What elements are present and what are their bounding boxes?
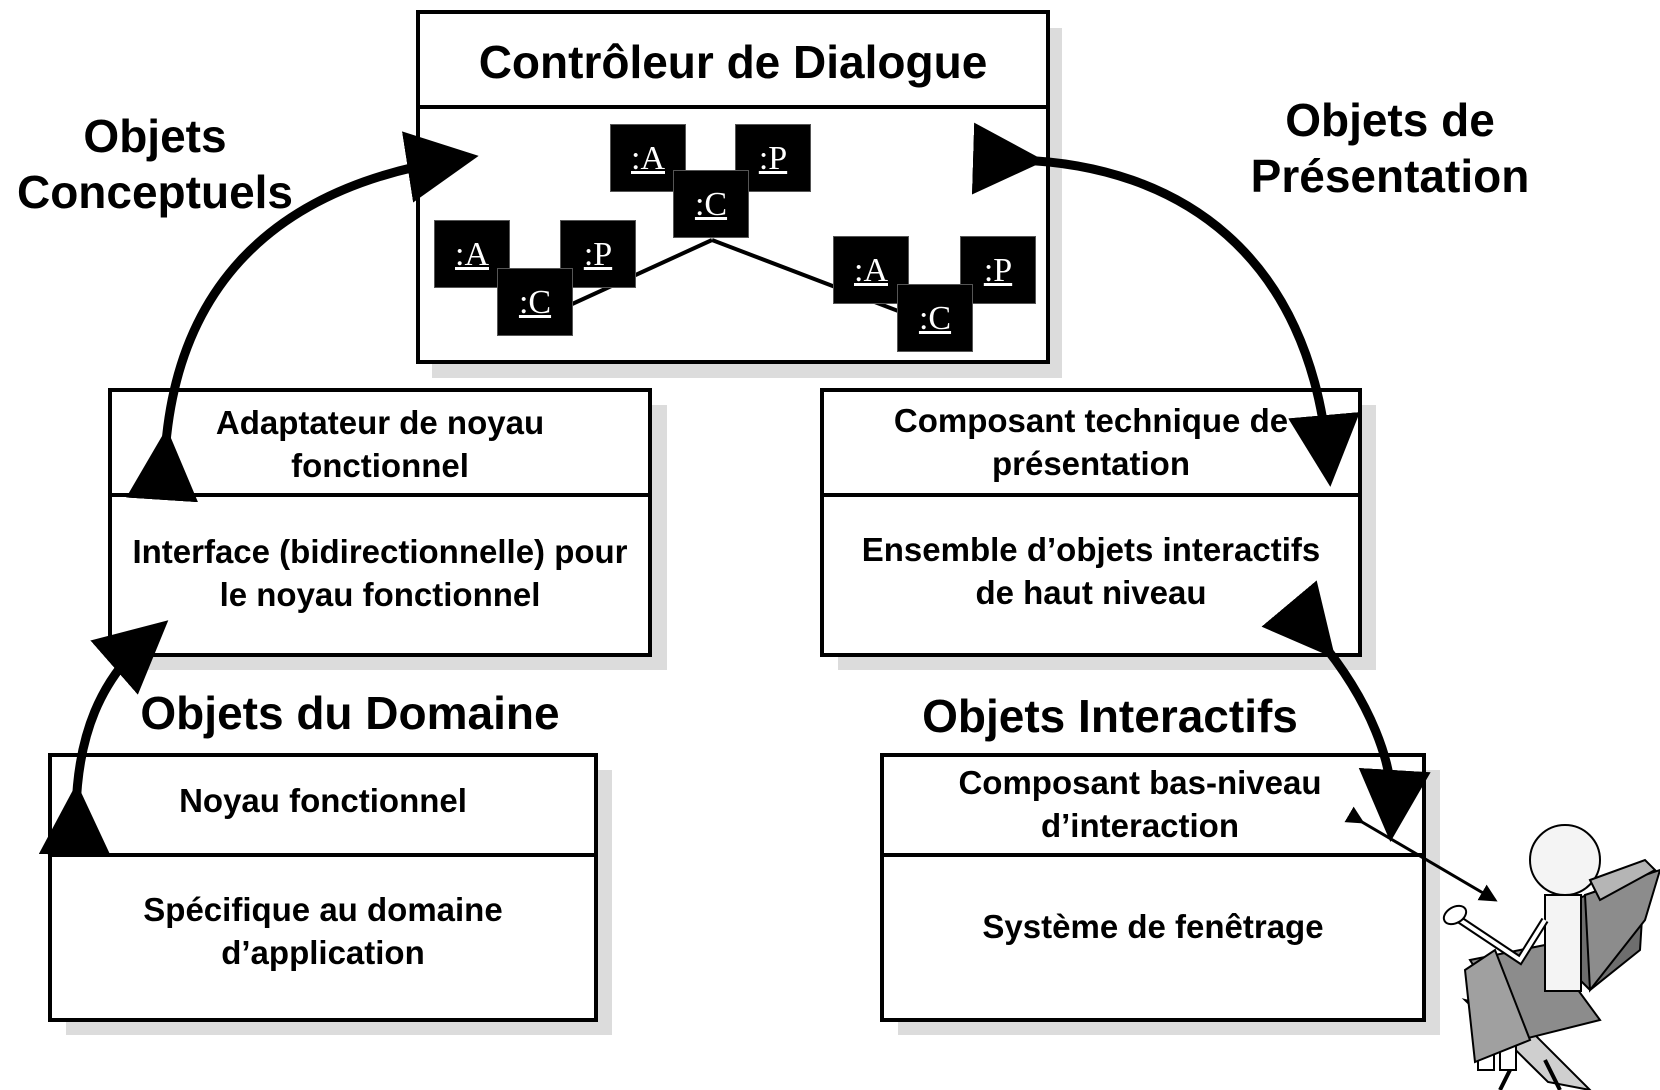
agent-presentation-left: :P: [560, 220, 636, 288]
label-domain-objects: Objets du Domaine: [140, 687, 560, 739]
arrow-user: [1344, 806, 1498, 902]
presentation-tech-body: Ensemble d’objets interactifs de haut ni…: [861, 531, 1321, 611]
agent-abstraction-right: :A: [833, 236, 909, 304]
controller-title: Contrôleur de Dialogue: [478, 36, 988, 88]
arrow-presentation: [971, 122, 1360, 487]
agent-control-top: :C: [673, 170, 749, 238]
user-chair-icon: [1442, 824, 1660, 1090]
agent-presentation-top: :P: [735, 124, 811, 192]
label-conceptual-objects: Objets Conceptuels: [16, 110, 294, 218]
adapter-body: Interface (bidirectionnelle) pour le noy…: [132, 533, 628, 613]
arrow-interactive: [1261, 580, 1431, 842]
presentation-tech-title: Composant technique de présentation: [893, 402, 1289, 482]
low-level-body: Système de fenêtrage: [982, 908, 1324, 945]
core-title: Noyau fonctionnel: [179, 782, 467, 819]
core-body: Spécifique au domaine d’application: [143, 891, 503, 971]
arrow-domain: [38, 620, 169, 856]
flow-arrows: [38, 122, 1431, 856]
agent-abstraction-left: :A: [434, 220, 510, 288]
agent-control-left: :C: [497, 268, 573, 336]
arrow-conceptual: [126, 131, 479, 503]
agent-control-right: :C: [897, 284, 973, 352]
label-presentation-objects: Objets de Présentation: [1250, 94, 1530, 202]
label-interactive-objects: Objets Interactifs: [922, 690, 1298, 742]
low-level-title: Composant bas-niveau d’interaction: [958, 764, 1322, 844]
adapter-title: Adaptateur de noyau fonctionnel: [215, 404, 545, 484]
